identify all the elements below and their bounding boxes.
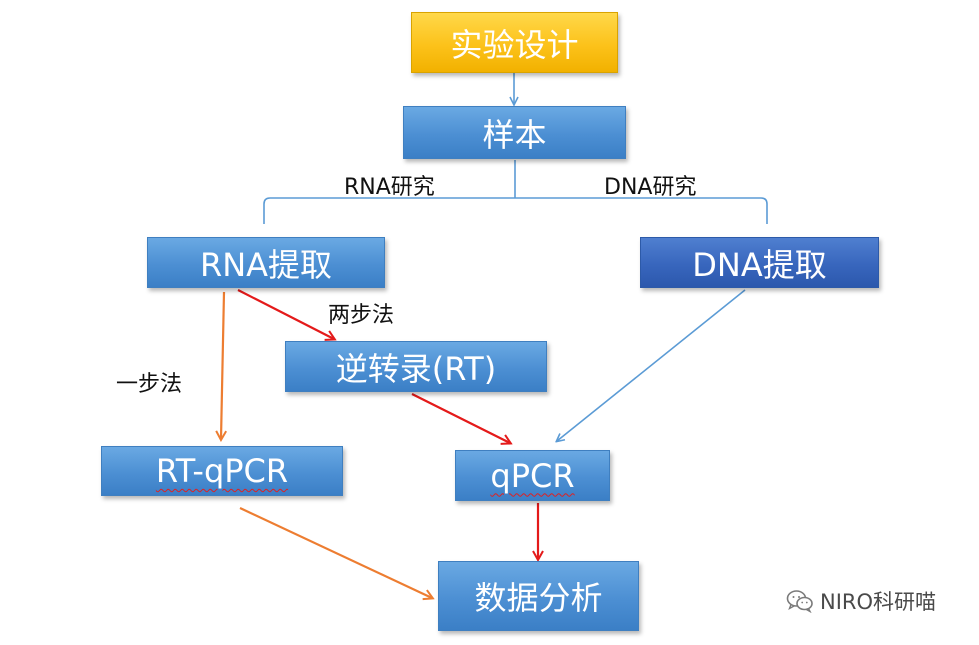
node-rt-qpcr-label: RT-qPCR bbox=[155, 452, 289, 490]
node-experiment-design-label: 实验设计 bbox=[450, 25, 579, 64]
arrow-dna-to-qpcr bbox=[557, 289, 746, 441]
node-dna-extraction: DNA提取 bbox=[640, 237, 879, 288]
node-rna-extraction: RNA提取 bbox=[147, 237, 385, 288]
node-sample: 样本 bbox=[403, 106, 626, 159]
node-rt-qpcr: RT-qPCR bbox=[101, 446, 343, 496]
node-experiment-design: 实验设计 bbox=[411, 12, 618, 73]
node-data-analysis: 数据分析 bbox=[438, 561, 639, 631]
arrow-rtqpcr-to-analysis bbox=[239, 507, 432, 598]
node-qpcr: qPCR bbox=[455, 450, 610, 501]
label-rna-study: RNA研究 bbox=[344, 175, 435, 200]
node-data-analysis-label: 数据分析 bbox=[474, 579, 603, 617]
node-reverse-transcription-label: 逆转录(RT) bbox=[335, 349, 497, 388]
node-qpcr-label: qPCR bbox=[490, 456, 575, 495]
watermark: NIRO科研喵 bbox=[786, 586, 936, 616]
arrow-rna-to-rt bbox=[237, 289, 334, 339]
node-reverse-transcription: 逆转录(RT) bbox=[285, 341, 547, 392]
wechat-icon bbox=[786, 590, 813, 613]
brace-branch-connector bbox=[263, 160, 768, 224]
label-one-step: 一步法 bbox=[116, 372, 183, 397]
arrow-rt-to-qpcr bbox=[411, 393, 510, 443]
arrow-rna-to-rtqpcr bbox=[221, 291, 224, 439]
watermark-text: NIRO科研喵 bbox=[820, 590, 937, 614]
label-two-step: 两步法 bbox=[328, 303, 395, 328]
node-rna-extraction-label: RNA提取 bbox=[199, 245, 333, 284]
node-sample-label: 样本 bbox=[482, 115, 547, 154]
node-dna-extraction-label: DNA提取 bbox=[692, 245, 827, 284]
label-dna-study: DNA研究 bbox=[604, 175, 697, 200]
